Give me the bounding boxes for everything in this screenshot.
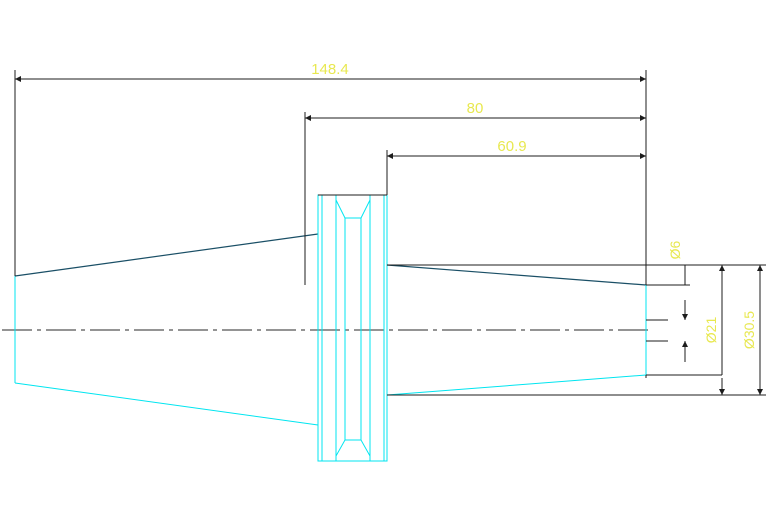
right-taper <box>386 264 647 396</box>
bore-detail <box>646 319 668 342</box>
dim-dia-small: Ø6 <box>667 240 688 362</box>
dim-dia-small-label: Ø6 <box>667 240 683 259</box>
dim-dia-large-label: Ø30.5 <box>741 311 757 349</box>
flange-v-groove <box>317 194 388 462</box>
dim-taper-length-label: 60.9 <box>497 138 526 155</box>
left-taper-shank <box>14 233 319 426</box>
dim-overall-length: 148.4 <box>15 61 646 82</box>
dim-dia-large: Ø30.5 <box>741 265 763 395</box>
dim-dia-mid: Ø21 <box>703 265 725 395</box>
dim-flange-to-end-label: 80 <box>467 100 484 117</box>
dim-overall-length-label: 148.4 <box>311 61 349 78</box>
dim-dia-mid-label: Ø21 <box>703 317 719 344</box>
extension-lines <box>14 70 766 396</box>
dim-flange-to-end: 80 <box>305 100 646 121</box>
dim-taper-length: 60.9 <box>387 138 646 159</box>
